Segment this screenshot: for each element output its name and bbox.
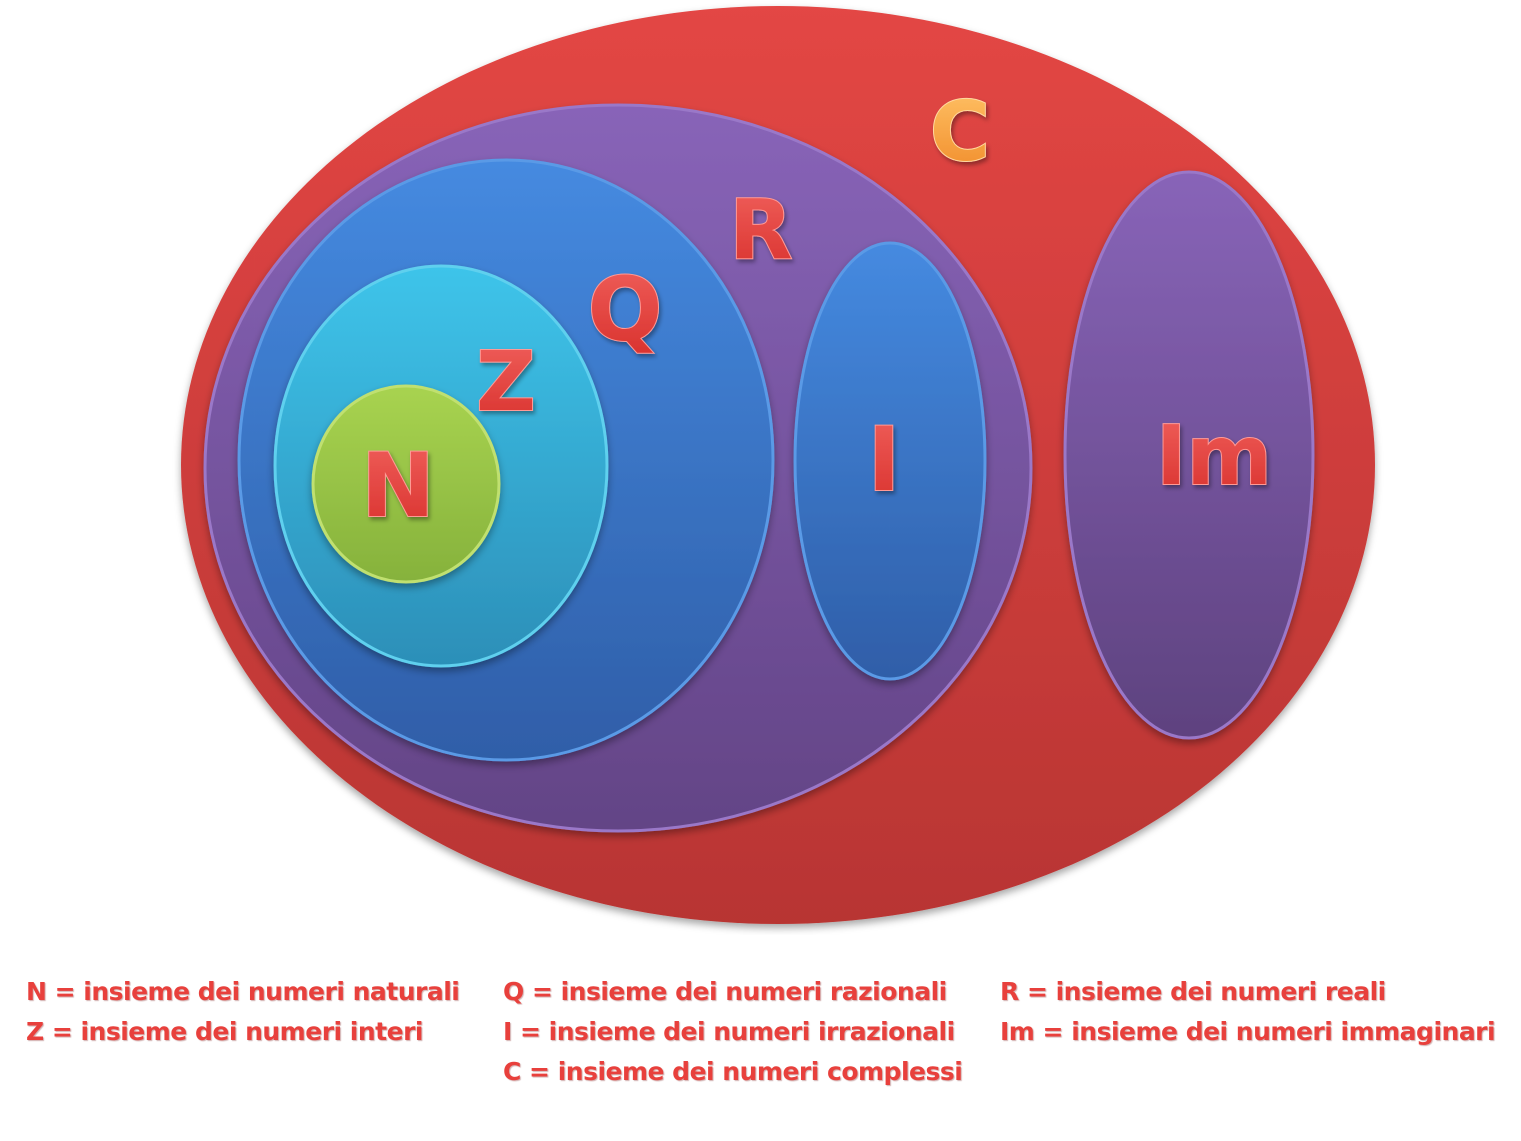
legend-c: C = insieme dei numeri complessi <box>503 1057 963 1086</box>
label-im: Im <box>1156 409 1272 504</box>
label-q: Q <box>588 258 663 361</box>
label-n: N <box>361 434 435 537</box>
legend-im: Im = insieme dei numeri immaginari <box>1000 1017 1496 1046</box>
legend-n: N = insieme dei numeri naturali <box>26 977 460 1006</box>
label-z: Z <box>476 335 535 430</box>
set-n-circle <box>311 384 501 584</box>
label-r: R <box>729 183 792 278</box>
legend-q: Q = insieme dei numeri razionali <box>503 977 947 1006</box>
legend-column-3: R = insieme dei numeri reali Im = insiem… <box>1000 972 1496 1052</box>
legend-z: Z = insieme dei numeri interi <box>26 1017 423 1046</box>
label-i: I <box>868 408 901 511</box>
legend-column-1: N = insieme dei numeri naturali Z = insi… <box>26 972 460 1052</box>
legend-i: I = insieme dei numeri irrazionali <box>503 1017 955 1046</box>
set-im-ellipse <box>1063 170 1315 740</box>
label-c: C <box>930 85 990 180</box>
legend-r: R = insieme dei numeri reali <box>1000 977 1386 1006</box>
number-sets-venn-diagram: C R Q Z N I Im <box>181 6 1375 924</box>
set-i-ellipse <box>793 241 987 681</box>
legend-column-2: Q = insieme dei numeri razionali I = ins… <box>503 972 963 1092</box>
